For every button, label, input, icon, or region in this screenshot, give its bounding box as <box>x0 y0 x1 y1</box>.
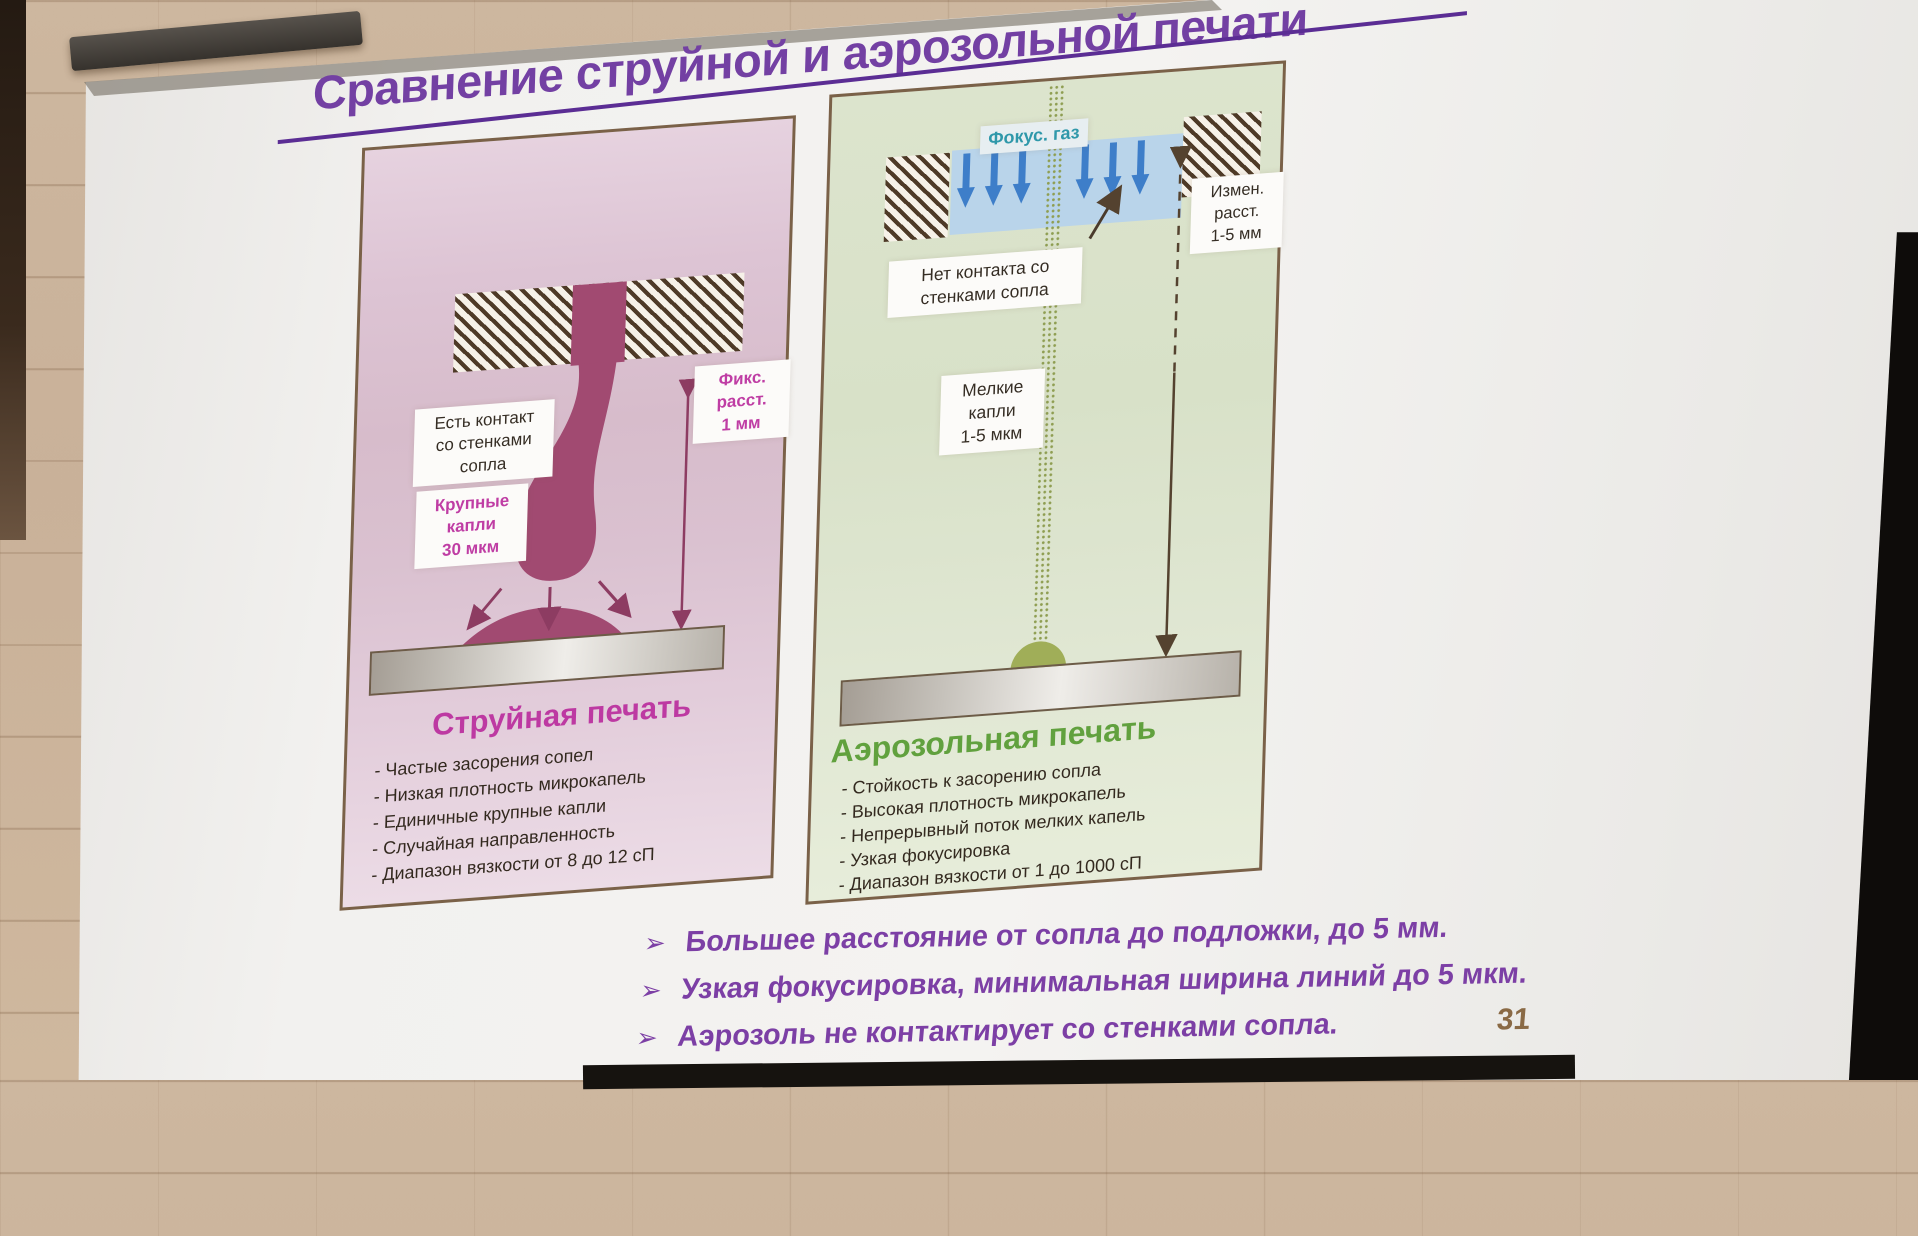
aerosol-distance-label: Измен. расст. 1-5 мм <box>1189 171 1284 255</box>
inkjet-distance-label: Фикс. расст. 1 мм <box>692 359 791 445</box>
aerosol-drop-size-label: Мелкие капли 1-5 мкм <box>939 368 1046 456</box>
inkjet-drop-size-label: Крупные капли 30 мкм <box>414 483 529 570</box>
footer-bullet-text: Большее расстояние от сопла до подложки,… <box>684 911 1450 959</box>
wall-dark-column <box>0 0 26 540</box>
chevron-bullet-icon: ➢ <box>634 1022 660 1053</box>
aerosol-arrows-graphic <box>956 140 1193 658</box>
chevron-bullet-icon: ➢ <box>638 974 664 1006</box>
page-number: 31 <box>1495 1002 1532 1037</box>
chevron-bullet-icon: ➢ <box>642 927 668 959</box>
slide: Сравнение струйной и аэрозольной печати … <box>22 0 1675 1236</box>
aerosol-bullet-list: - Стойкость к засорению сопла - Высокая … <box>838 754 1147 898</box>
aerosol-panel: Фокус. газ Нет контакта со стенками сопл… <box>805 60 1287 905</box>
footer-bullets: ➢ Большее расстояние от сопла до подложк… <box>633 906 1738 1069</box>
inkjet-bullet-list: - Частые засорения сопел - Низкая плотно… <box>371 736 658 888</box>
inkjet-contact-label: Есть контакт со стенками сопла <box>412 399 555 488</box>
inkjet-panel: Есть контакт со стенками сопла Крупные к… <box>339 115 796 911</box>
